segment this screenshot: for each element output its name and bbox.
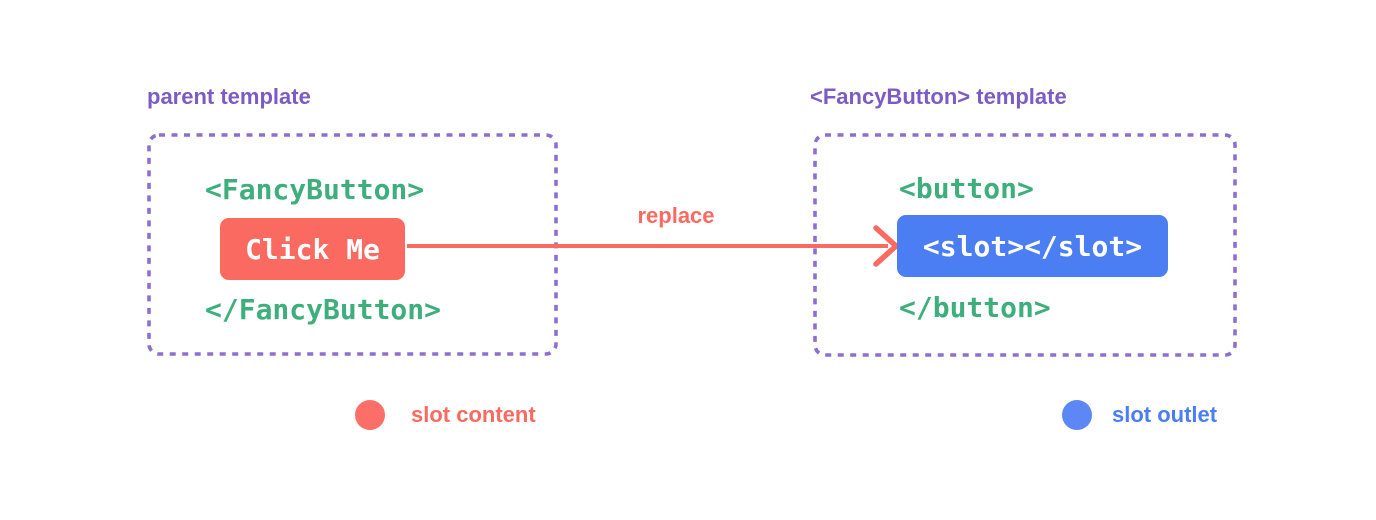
replace-arrow-head-icon	[873, 225, 899, 267]
replace-arrow-label: replace	[637, 203, 715, 228]
slot-content-legend-label: slot content	[411, 402, 536, 427]
slot-outlet-button[interactable]: <slot></slot>	[897, 215, 1168, 277]
fancybutton-open-tag: <FancyButton>	[205, 173, 425, 206]
button-open-tag: <button>	[899, 172, 1034, 205]
parent-template-title: parent template	[147, 84, 311, 109]
slot-outlet-legend-label: slot outlet	[1112, 402, 1218, 427]
slot-outlet-dot-icon	[1062, 400, 1092, 430]
fancybutton-close-tag: </FancyButton>	[205, 293, 442, 326]
fancybutton-template-title: <FancyButton> template	[810, 84, 1067, 109]
button-close-tag: </button>	[899, 291, 1051, 324]
slot-content-dot-icon	[355, 400, 385, 430]
click-me-button[interactable]: Click Me	[220, 218, 405, 280]
